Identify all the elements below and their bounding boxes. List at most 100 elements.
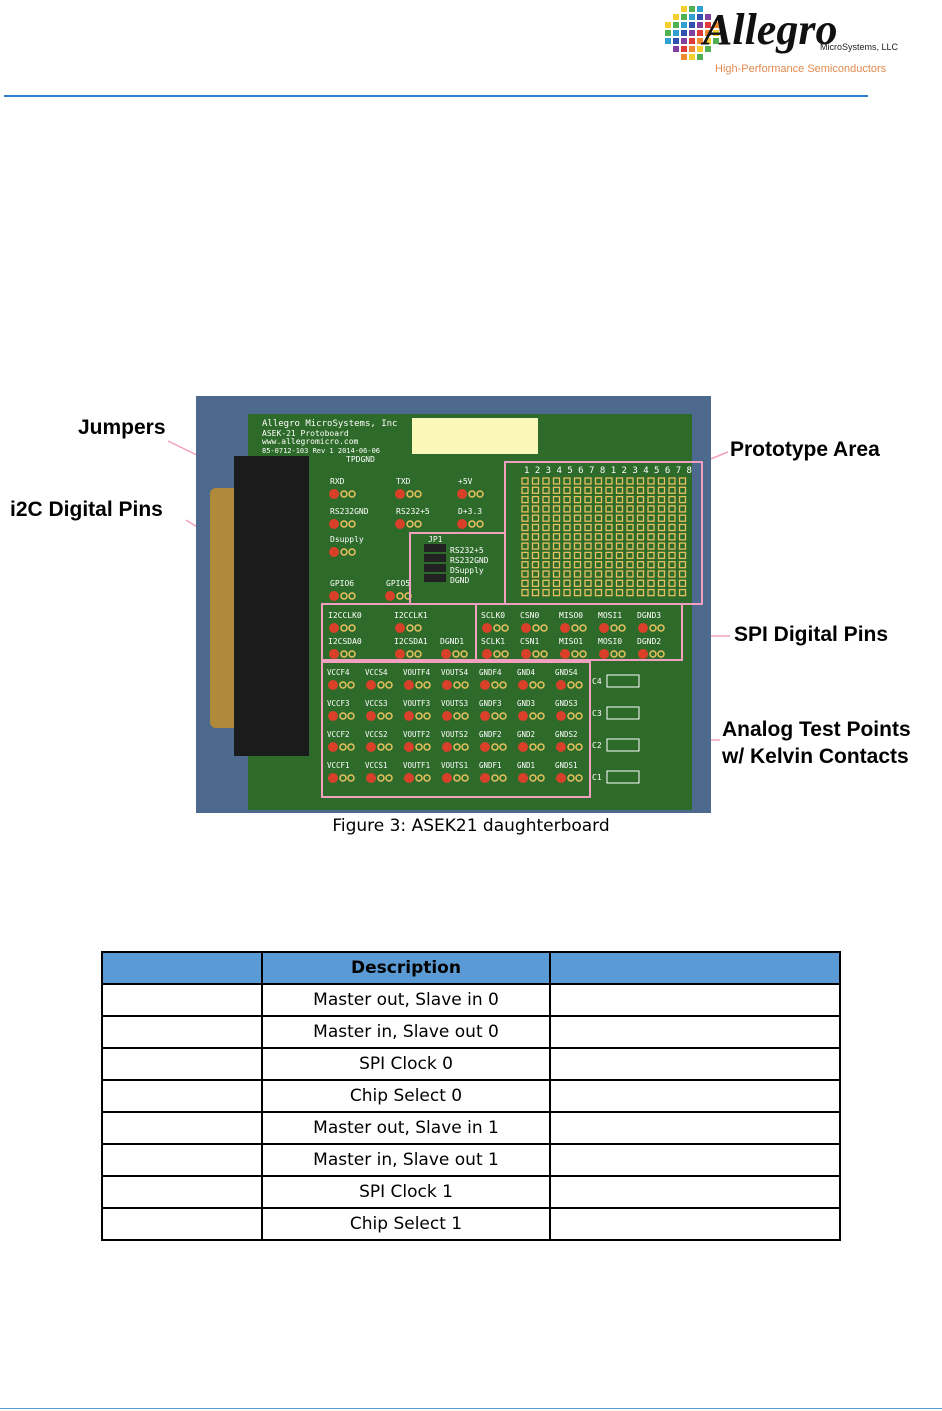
- test-point-pad: [442, 773, 452, 783]
- test-point-pad: [442, 680, 452, 690]
- test-point-pad: [457, 519, 467, 529]
- table-cell: Master out, Slave in 0: [261, 983, 551, 1017]
- callout-prototype: Prototype Area: [730, 438, 880, 461]
- silk-label: +5V: [458, 477, 473, 486]
- silk-label: DGND2: [637, 637, 661, 646]
- table-row: Master in, Slave out 0: [101, 1015, 841, 1049]
- test-point-pad: [482, 623, 492, 633]
- table-row: Master out, Slave in 1: [101, 1111, 841, 1145]
- test-point-pad: [328, 742, 338, 752]
- test-point-pad: [395, 623, 405, 633]
- silk-label: GND3: [517, 699, 535, 708]
- table-cell: [549, 983, 841, 1017]
- table-cell: [101, 1015, 263, 1049]
- silk-proto-cols: 1 2 3 4 5 6 7 8 1 2 3 4 5 6 7 8: [524, 466, 692, 476]
- silk-label: RS232GND: [330, 507, 369, 516]
- silk-label: VOUTS4: [441, 668, 469, 677]
- silk-url: www.allegromicro.com: [262, 437, 359, 446]
- silk-label: GPIO6: [330, 579, 354, 588]
- silk-label: TXD: [396, 477, 411, 486]
- test-point-pad: [404, 680, 414, 690]
- silk-label: C3: [592, 709, 602, 718]
- test-point-pad: [442, 711, 452, 721]
- table-cell: SPI Clock 0: [261, 1047, 551, 1081]
- figure-caption: Figure 3: ASEK21 daughterboard: [332, 816, 610, 836]
- test-point-pad: [638, 649, 648, 659]
- test-point-pad: [366, 773, 376, 783]
- table-cell: [549, 1015, 841, 1049]
- silk-label: I2CSDA1: [394, 637, 428, 646]
- test-point-pad: [518, 711, 528, 721]
- silk-label: GNDS4: [555, 668, 578, 677]
- silk-label: CSN1: [520, 637, 539, 646]
- test-point-pad: [480, 742, 490, 752]
- table-cell: [101, 1047, 263, 1081]
- table-cell: [101, 1111, 263, 1145]
- table-cell: [549, 1047, 841, 1081]
- table-row: SPI Clock 0: [101, 1047, 841, 1081]
- test-point-pad: [328, 773, 338, 783]
- test-point-pad: [329, 649, 339, 659]
- header-cell: [101, 951, 263, 985]
- test-point-pad: [480, 680, 490, 690]
- test-point-pad: [518, 680, 528, 690]
- test-point-pad: [329, 623, 339, 633]
- callout-analog: Analog Test Points: [722, 718, 911, 741]
- callout-analog-2: w/ Kelvin Contacts: [722, 745, 909, 768]
- test-point-pad: [480, 773, 490, 783]
- test-point-pad: [441, 649, 451, 659]
- table-row: Chip Select 1: [101, 1207, 841, 1241]
- header-cell: Description: [261, 951, 551, 985]
- daughterboard-photo: Allegro MicroSystems, Inc ASEK-21 Protob…: [196, 396, 711, 813]
- test-point-pad: [404, 773, 414, 783]
- test-point-pad: [366, 711, 376, 721]
- silk-label: RXD: [330, 477, 345, 486]
- logo-wordmark: Allegro: [700, 5, 837, 54]
- silk-label: C2: [592, 741, 602, 750]
- silk-label: SCLK1: [481, 637, 505, 646]
- silk-label: VCCS1: [365, 761, 388, 770]
- test-point-pad: [599, 649, 609, 659]
- test-point-pad: [518, 773, 528, 783]
- silk-jp: JP1: [428, 535, 443, 544]
- test-point-pad: [556, 773, 566, 783]
- callout-spi: SPI Digital Pins: [734, 623, 889, 646]
- silk-label: RS232+5: [396, 507, 430, 516]
- table-cell: [101, 983, 263, 1017]
- silk-label: C1: [592, 773, 602, 782]
- silk-label: D+3.3: [458, 507, 482, 516]
- test-point-pad: [404, 711, 414, 721]
- silk-label: VCCS4: [365, 668, 388, 677]
- logo-tagline: High-Performance Semiconductors: [715, 63, 887, 75]
- silk-label: MISO0: [559, 611, 583, 620]
- silk-label: MOSI0: [598, 637, 622, 646]
- silk-label: GNDS2: [555, 730, 578, 739]
- header-cell: [549, 951, 841, 985]
- silk-label: RS232+5: [450, 546, 484, 555]
- silk-label: GNDS3: [555, 699, 578, 708]
- test-point-pad: [457, 489, 467, 499]
- table-cell: [549, 1207, 841, 1241]
- table-cell: Master in, Slave out 1: [261, 1143, 551, 1177]
- table-cell: Chip Select 1: [261, 1207, 551, 1241]
- silk-label: GNDF3: [479, 699, 502, 708]
- test-point-pad: [385, 591, 395, 601]
- silk-label: GND4: [517, 668, 536, 677]
- silk-label: MOSI1: [598, 611, 622, 620]
- test-point-pad: [482, 649, 492, 659]
- test-point-pad: [556, 742, 566, 752]
- test-point-pad: [638, 623, 648, 633]
- test-point-pad: [404, 742, 414, 752]
- test-point-pad: [556, 680, 566, 690]
- silk-label: GNDF1: [479, 761, 502, 770]
- table-cell: Chip Select 0: [261, 1079, 551, 1113]
- table-cell: [549, 1111, 841, 1145]
- silk-label: VOUTS1: [441, 761, 468, 770]
- allegro-logo: Allegro MicroSystems, LLC High-Performan…: [655, 0, 940, 82]
- silk-label: SCLK0: [481, 611, 505, 620]
- silk-sub: ASEK-21 Protoboard: [262, 429, 349, 438]
- table-row: Chip Select 0: [101, 1079, 841, 1113]
- silk-rev: 85-0712-103 Rev 1 2014-06-06: [262, 447, 380, 455]
